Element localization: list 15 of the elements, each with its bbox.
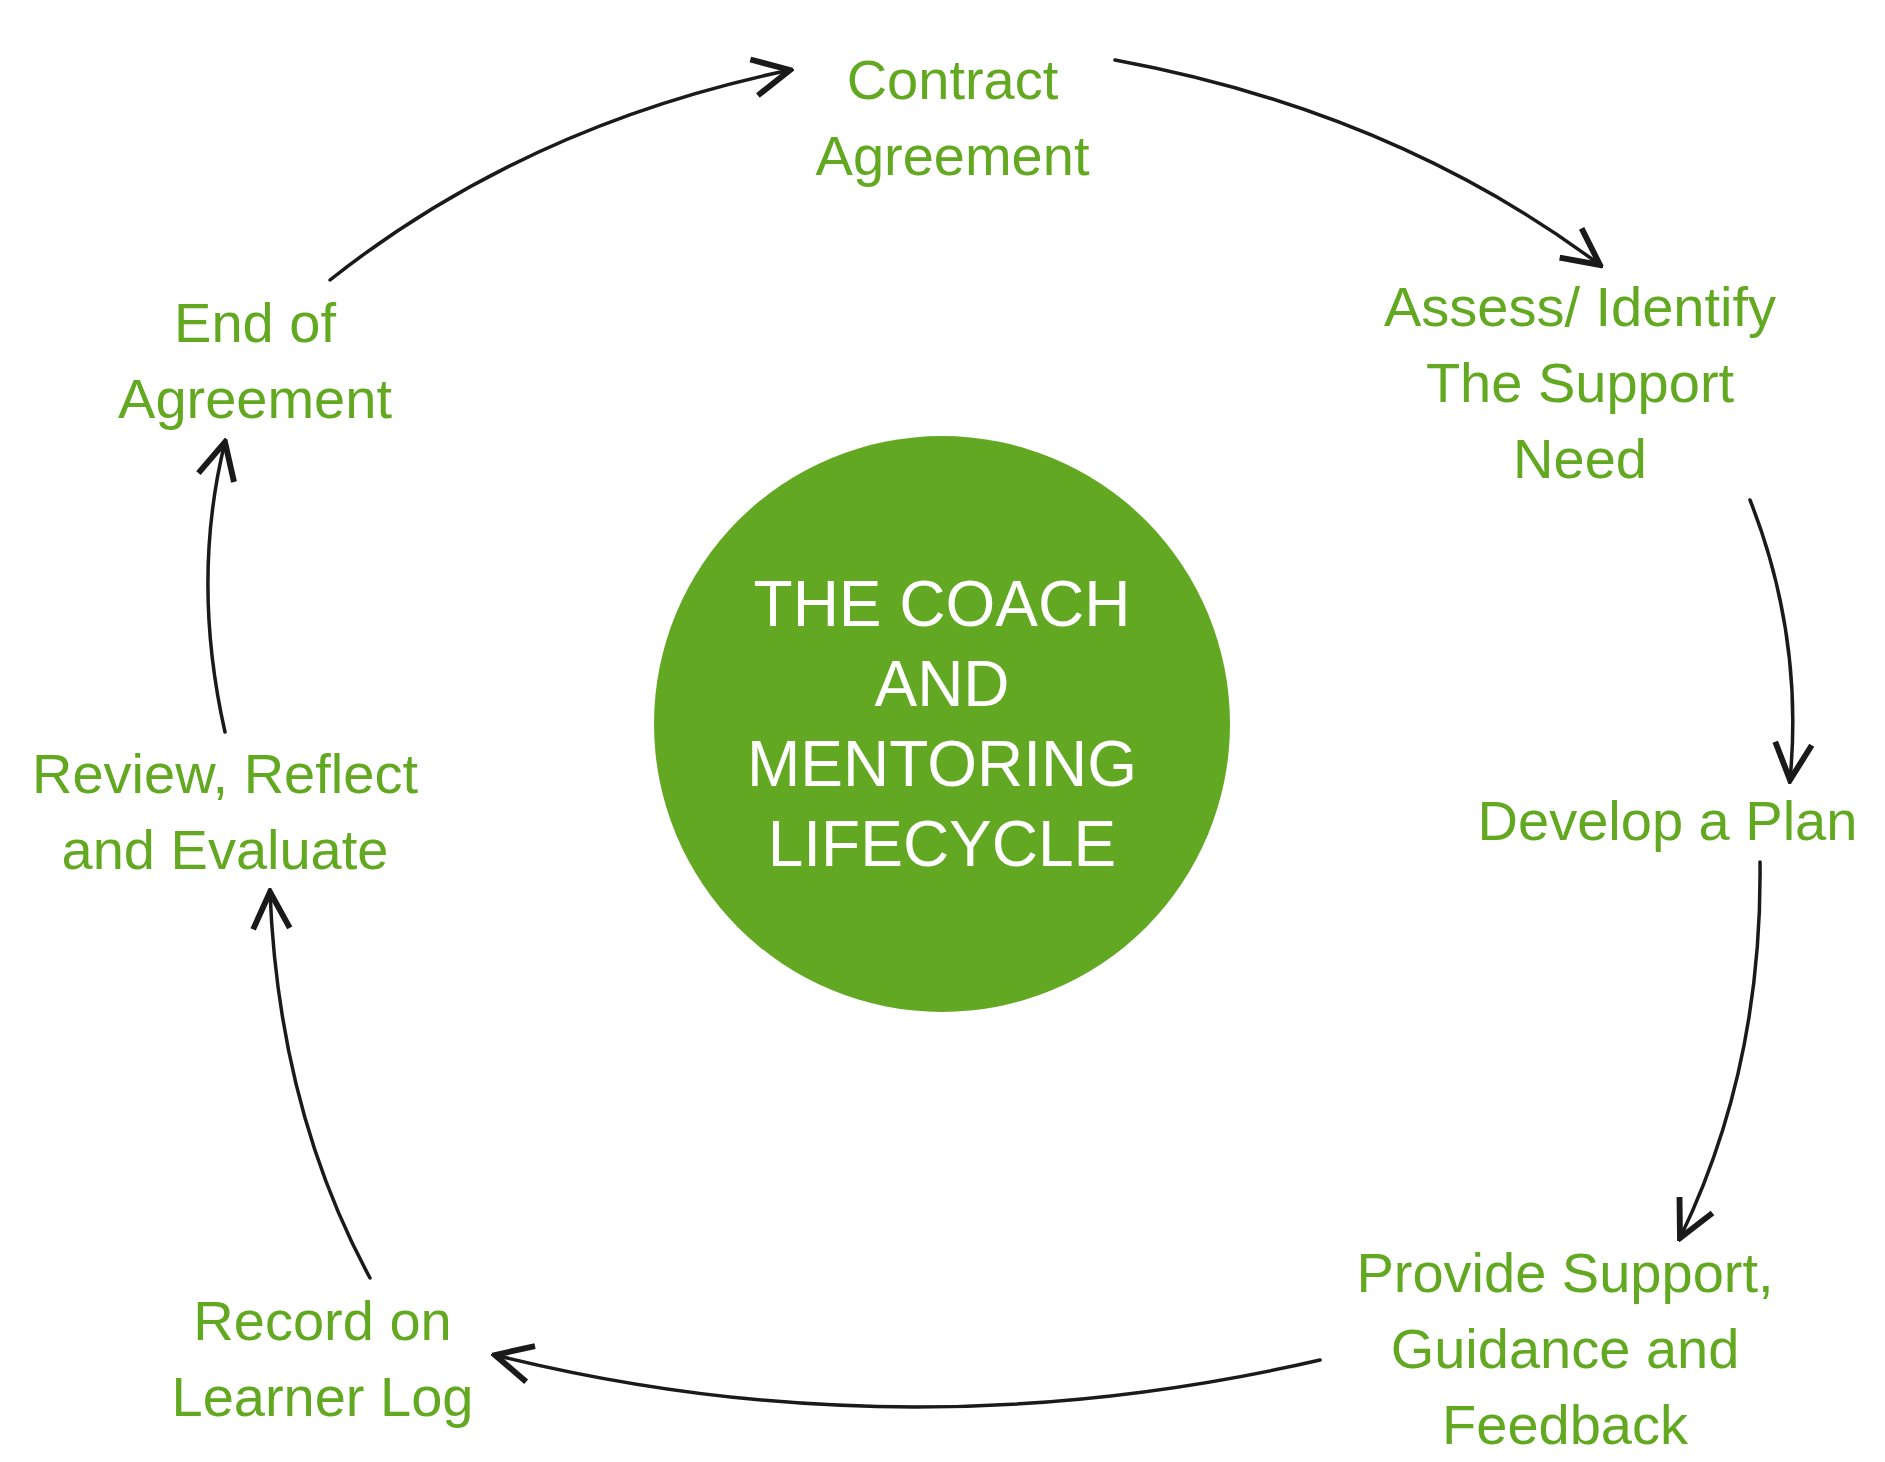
step-label: Review, Reflect and Evaluate (31, 741, 419, 883)
arrow (1748, 498, 1814, 783)
step-label: Provide Support, Guidance and Feedback (1355, 1240, 1775, 1458)
arrow (328, 57, 793, 282)
arrow (1113, 58, 1603, 268)
step-label: Contract Agreement (814, 46, 1091, 189)
step-label: Record on Learner Log (170, 1288, 475, 1430)
center-title: THE COACH AND MENTORING LIFECYCLE (746, 567, 1138, 882)
arrow (196, 439, 238, 734)
step-label: Develop a Plan (1476, 788, 1859, 854)
step-label: Assess/ Identify The Support Need (1382, 273, 1778, 492)
step-label: End of Agreement (117, 290, 393, 432)
arrow (492, 1342, 1322, 1409)
arrow (250, 889, 372, 1280)
arrow (1675, 860, 1762, 1241)
